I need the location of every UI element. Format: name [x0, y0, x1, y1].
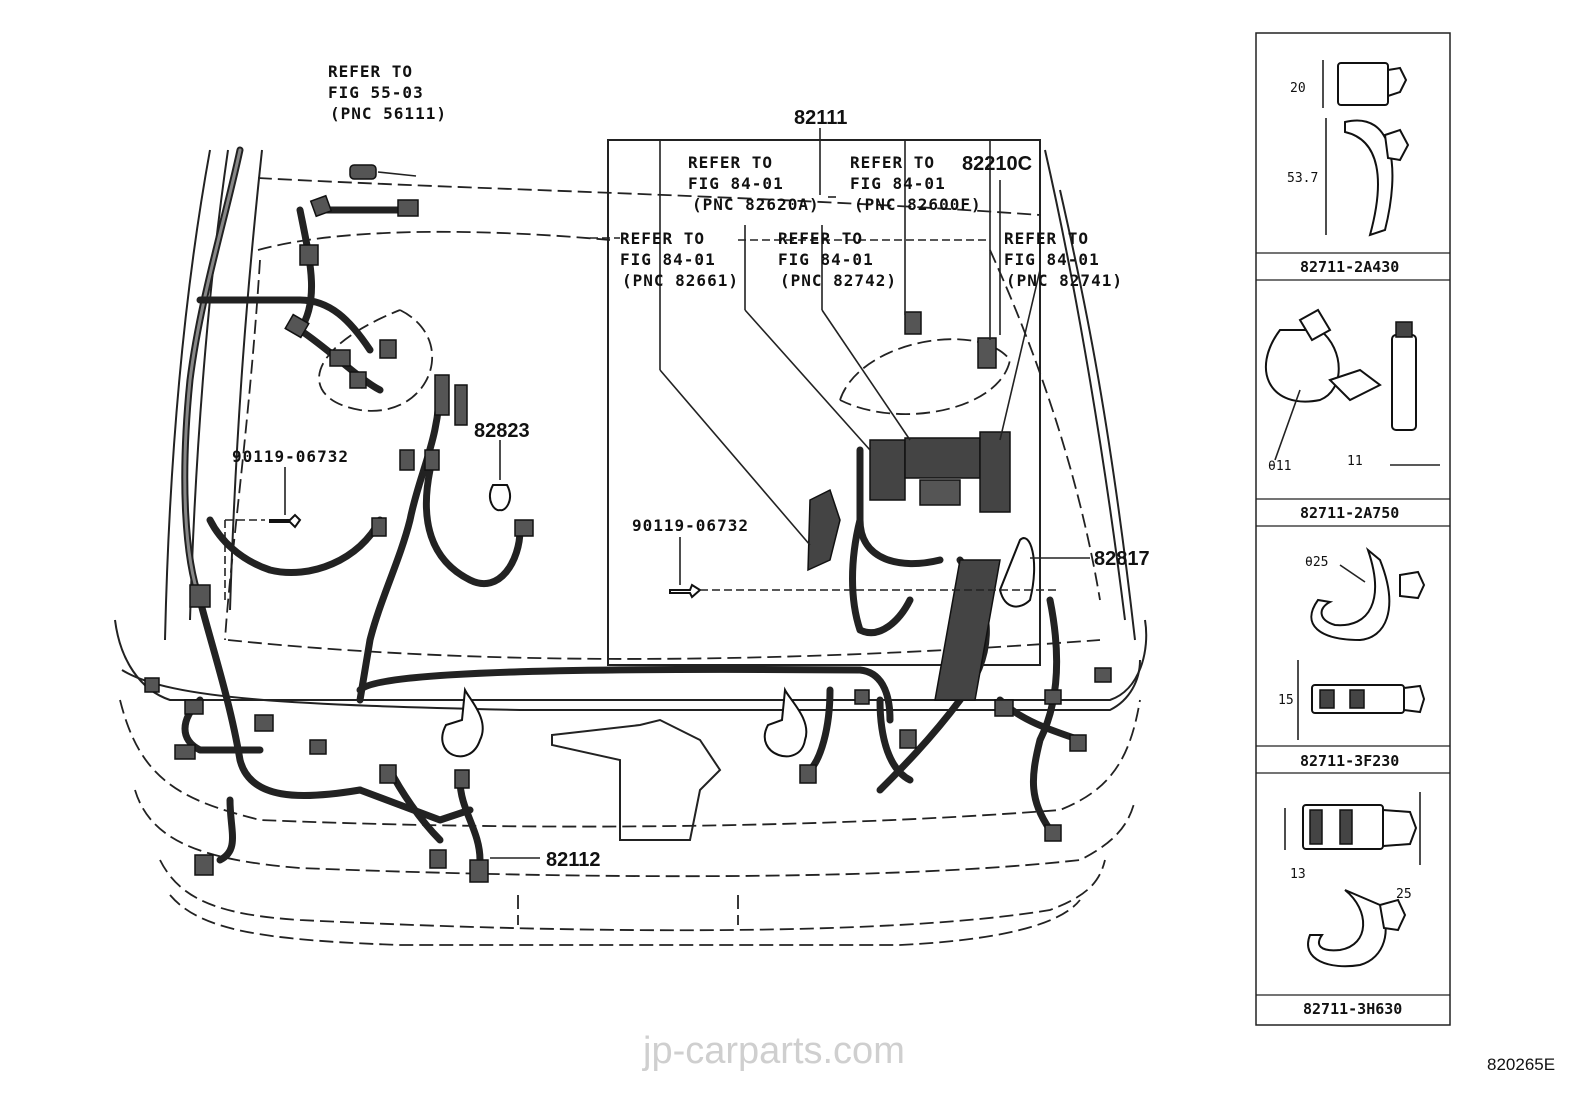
refer-note-pnc-82661: REFER TO FIG 84-01 (PNC 82661)	[620, 229, 739, 290]
part-label-82210c: 82210C	[962, 153, 1032, 175]
svg-text:(PNC 82600F): (PNC 82600F)	[854, 195, 982, 214]
figure-code: 820265E	[1487, 1055, 1555, 1074]
part-label-90119-left: 90119-06732	[232, 447, 349, 466]
refer-note-pnc-82741: REFER TO FIG 84-01 (PNC 82741)	[1004, 229, 1123, 290]
svg-text:FIG 84-01: FIG 84-01	[778, 250, 874, 269]
svg-text:13: 13	[1290, 867, 1306, 882]
refer-note-fig-55-03: REFER TO FIG 55-03 (PNC 56111)	[328, 62, 447, 123]
part-label-82823: 82823	[474, 420, 530, 442]
clip-part-no-82711-2a430: 82711-2A430	[1300, 258, 1399, 276]
svg-text:20: 20	[1290, 81, 1306, 96]
svg-text:REFER TO: REFER TO	[620, 229, 705, 248]
part-label-82817: 82817	[1094, 548, 1150, 570]
vehicle-body-outline	[114, 139, 1148, 946]
svg-text:53.7: 53.7	[1287, 171, 1318, 186]
svg-text:REFER TO: REFER TO	[688, 153, 773, 172]
clip-82711-2a750-drawing: θ11 11	[1264, 308, 1440, 474]
clip-82711-3f230-drawing: θ25 15	[1278, 546, 1426, 740]
leader-lines	[224, 128, 1090, 859]
svg-text:REFER TO: REFER TO	[778, 229, 863, 248]
svg-text:11: 11	[1347, 454, 1363, 469]
svg-text:FIG 84-01: FIG 84-01	[688, 174, 784, 193]
clip-82711-3h630-drawing: 13 25	[1284, 792, 1421, 968]
watermark: jp-carparts.com	[642, 1030, 905, 1072]
connectors	[144, 164, 1112, 883]
clip-82711-2a430-drawing: 20 53.7	[1287, 60, 1410, 237]
svg-text:FIG 84-01: FIG 84-01	[850, 174, 946, 193]
part-label-90119-right: 90119-06732	[632, 516, 749, 535]
svg-text:15: 15	[1278, 693, 1294, 708]
svg-text:(PNC 82620A): (PNC 82620A)	[692, 195, 820, 214]
part-label-82112: 82112	[546, 849, 601, 871]
refer-note-pnc-82620a: REFER TO FIG 84-01 (PNC 82620A)	[688, 153, 820, 214]
svg-text:FIG 84-01: FIG 84-01	[1004, 250, 1100, 269]
wiring-harness	[181, 146, 1084, 864]
part-label-82111: 82111	[794, 107, 847, 129]
svg-text:θ11: θ11	[1268, 459, 1291, 474]
svg-text:REFER TO: REFER TO	[850, 153, 935, 172]
clip-part-no-82711-2a750: 82711-2A750	[1300, 504, 1399, 522]
svg-text:(PNC 82661): (PNC 82661)	[622, 271, 739, 290]
svg-text:FIG 55-03: FIG 55-03	[328, 83, 424, 102]
svg-text:FIG 84-01: FIG 84-01	[620, 250, 716, 269]
refer-note-pnc-82600f: REFER TO FIG 84-01 (PNC 82600F)	[850, 153, 982, 214]
clip-part-no-82711-3h630: 82711-3H630	[1303, 1000, 1402, 1018]
refer-note-pnc-82742: REFER TO FIG 84-01 (PNC 82742)	[778, 229, 897, 290]
svg-text:θ25: θ25	[1305, 555, 1328, 570]
svg-text:REFER TO: REFER TO	[1004, 229, 1089, 248]
svg-text:25: 25	[1396, 887, 1412, 902]
svg-text:(PNC 82741): (PNC 82741)	[1006, 271, 1123, 290]
clip-part-no-82711-3f230: 82711-3F230	[1300, 752, 1399, 770]
clip-panels: 20 53.7 82711-2A430 θ11 11 82711-2A750	[1255, 32, 1451, 1026]
svg-text:(PNC 56111): (PNC 56111)	[330, 104, 447, 123]
svg-text:(PNC 82742): (PNC 82742)	[780, 271, 897, 290]
svg-text:REFER TO: REFER TO	[328, 62, 413, 81]
